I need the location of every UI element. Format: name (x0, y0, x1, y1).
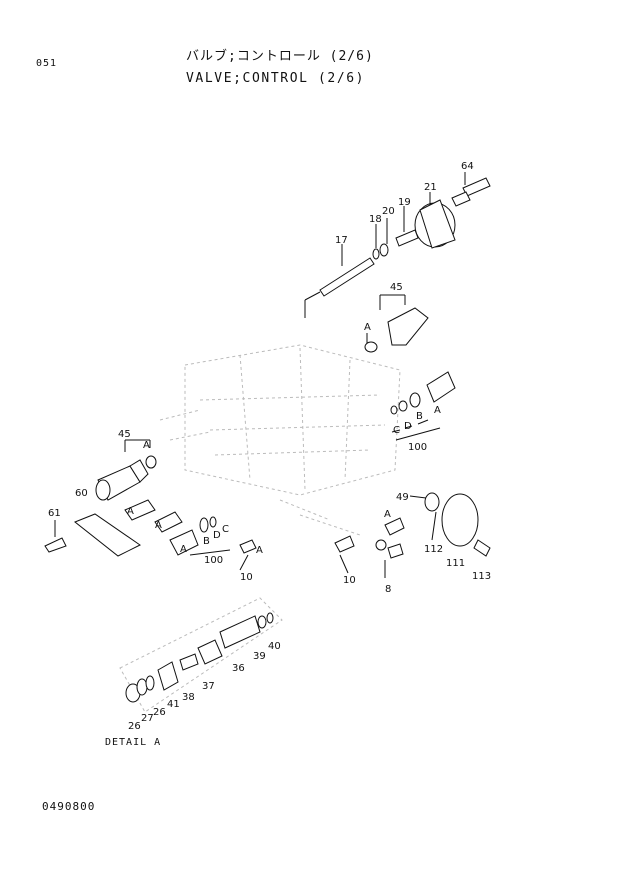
right-plug-assembly (390, 371, 456, 441)
part-45-upper-valve (364, 294, 429, 353)
callout-36: 36 (232, 663, 245, 674)
left-plug-group (124, 499, 405, 578)
document-number: 0490800 (42, 800, 96, 813)
callout-41: 41 (167, 699, 180, 710)
callout-c-right: C (393, 425, 400, 436)
part-111-cover (441, 493, 479, 547)
part-61-bolt (44, 537, 67, 553)
callout-d-right: D (404, 421, 412, 432)
callout-a-3: A (143, 440, 150, 451)
callout-100-left: 100 (204, 555, 223, 566)
callout-a-1: A (364, 322, 371, 333)
callout-113: 113 (472, 571, 491, 582)
detail-a-label: DETAIL A (105, 737, 161, 748)
callout-c-left: C (222, 524, 229, 535)
callout-d-left: D (213, 530, 221, 541)
callout-17: 17 (335, 235, 348, 246)
callout-61: 61 (48, 508, 61, 519)
callout-18: 18 (369, 214, 382, 225)
callout-27: 27 (141, 713, 154, 724)
part-18 (372, 248, 380, 260)
valve-body-outline (159, 344, 401, 536)
left-block-assembly (44, 513, 141, 557)
page-code: 051 (36, 58, 58, 69)
part-19 (395, 229, 419, 247)
callout-26-b: 26 (153, 707, 166, 718)
callout-a-4: A (384, 509, 391, 520)
callout-21: 21 (424, 182, 437, 193)
callout-a-7: A (180, 544, 187, 555)
callout-64: 64 (461, 161, 474, 172)
callout-a-2: A (434, 405, 441, 416)
part-17-spool (319, 257, 375, 297)
callout-a-6: A (155, 520, 162, 531)
title-japanese: バルブ;コントロール (2/6) (186, 49, 374, 64)
callout-111: 111 (446, 558, 465, 569)
part-113-bolt (473, 539, 491, 557)
callout-b-left: B (203, 536, 210, 547)
callout-112: 112 (424, 544, 443, 555)
cover-assembly (409, 492, 491, 557)
part-20-ring (379, 243, 389, 257)
callout-39: 39 (253, 651, 266, 662)
callout-45-top: 45 (390, 282, 403, 293)
callout-100-right: 100 (408, 442, 427, 453)
title-english: VALVE;CONTROL (2/6) (186, 71, 366, 86)
callout-26-a: 26 (128, 721, 141, 732)
callout-a-5: A (127, 506, 134, 517)
callout-10-left: 10 (240, 572, 253, 583)
part-block (74, 513, 141, 557)
callout-8: 8 (385, 584, 391, 595)
callout-b-right: B (416, 411, 423, 422)
callout-37: 37 (202, 681, 215, 692)
callout-10-right: 10 (343, 575, 356, 586)
callout-38: 38 (182, 692, 195, 703)
left-solenoid-assembly (95, 439, 157, 501)
part-112-oring (424, 492, 440, 512)
callout-49: 49 (396, 492, 409, 503)
callout-a-8: A (256, 545, 263, 556)
callout-19: 19 (398, 197, 411, 208)
upper-spool-assembly (304, 172, 491, 318)
callout-20: 20 (382, 206, 395, 217)
callout-60: 60 (75, 488, 88, 499)
callout-40: 40 (268, 641, 281, 652)
callout-45-left: 45 (118, 429, 131, 440)
detail-a-assembly (119, 597, 283, 713)
